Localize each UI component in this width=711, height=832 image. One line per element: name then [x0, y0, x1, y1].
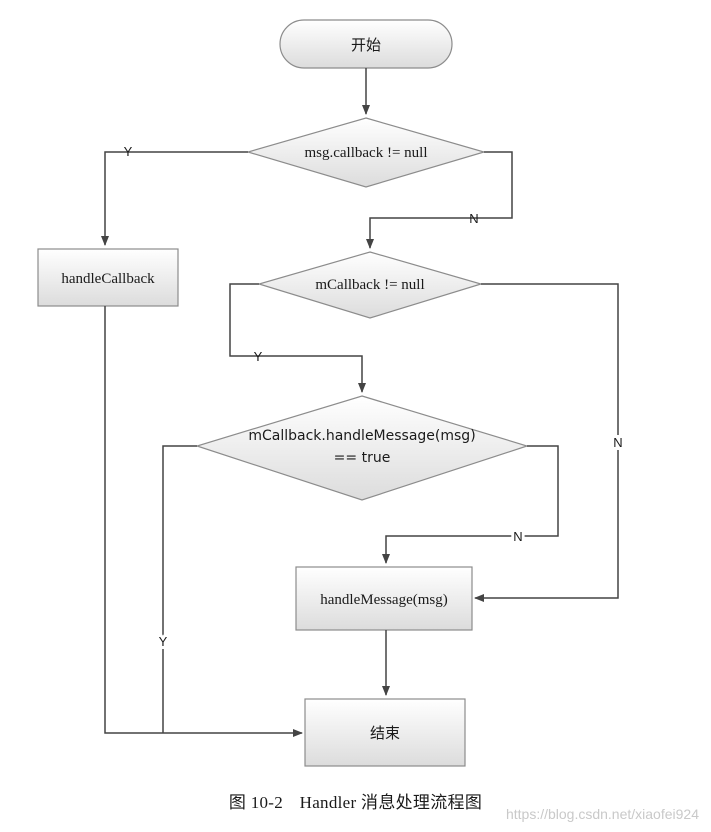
edge-label-msg-callback-no: N: [469, 211, 478, 226]
connector-msg-callback-no: [366, 151, 513, 249]
process-handle-message-label: handleMessage(msg): [320, 592, 447, 608]
figure-caption: 图 10-2 Handler 消息处理流程图: [0, 788, 711, 813]
figure-title: Handler 消息处理流程图: [299, 793, 483, 812]
decision-handle-message: [195, 395, 529, 501]
edge-label-handle-message-yes: Y: [159, 634, 168, 649]
edge-label-msg-callback-yes: Y: [124, 144, 133, 159]
decision-mcallback: [256, 251, 484, 319]
end-node-label: 结束: [370, 725, 400, 742]
decision-msg-callback: [245, 117, 487, 188]
connector-handle-message-no: [382, 445, 559, 564]
decision-msg-callback-label: msg.callback != null: [304, 145, 427, 161]
process-handle-callback-label: handleCallback: [61, 271, 155, 287]
watermark-url: https://blog.csdn.net/xiaofei924: [505, 806, 699, 822]
process-handle-callback: [37, 248, 179, 307]
figure-number: 图 10-2: [228, 793, 284, 812]
edge-label-mcallback-yes: Y: [254, 349, 263, 364]
connector-msg-callback-yes: [101, 151, 248, 246]
decision-mcallback-label: mCallback != null: [315, 277, 424, 293]
start-node-label: 开始: [351, 37, 381, 54]
end-node: [304, 698, 466, 767]
process-handle-message: [295, 566, 473, 631]
decision-handle-message-label-line1: mCallback.handleMessage(msg): [248, 428, 475, 444]
decision-handle-message-label-line2: == true: [334, 450, 391, 466]
connector-handle-callback-to-end: [104, 306, 303, 737]
connector-handle-message-yes: [162, 445, 197, 733]
edge-label-mcallback-no: N: [613, 435, 622, 450]
connector-mcallback-no: [474, 283, 619, 602]
edge-label-handle-message-no: N: [513, 529, 522, 544]
connector-mcallback-yes: [229, 283, 366, 393]
